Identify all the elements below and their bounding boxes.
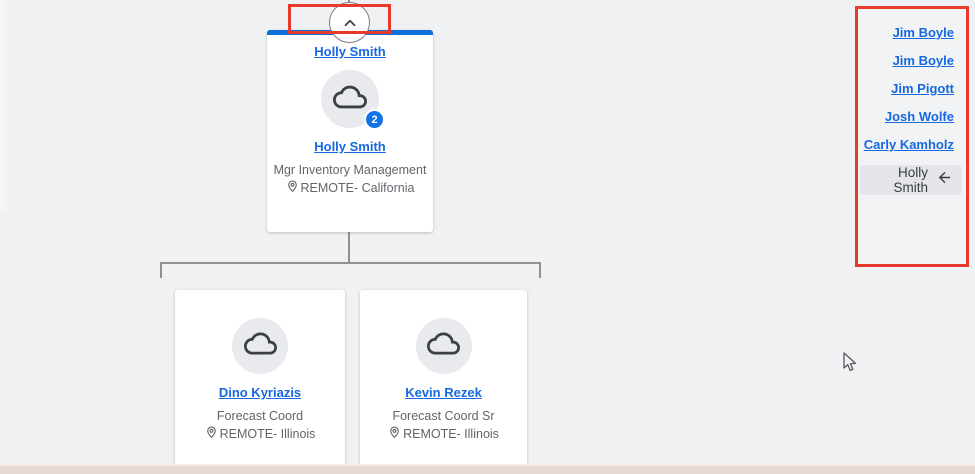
report-card: Dino Kyriazis Forecast Coord REMOTE- Ill… [175,290,345,466]
report-job-title: Forecast Coord [216,409,304,423]
report-job-title: Forecast Coord Sr [392,409,495,423]
connector-line-horizontal [160,262,541,264]
chevron-up-icon [341,14,359,32]
sidebar-link-jim-boyle-2[interactable]: Jim Boyle [892,53,954,68]
report-location-text: REMOTE- Illinois [219,427,316,441]
manager-avatar[interactable]: 2 [321,70,385,130]
bottom-edge-strip [0,464,975,474]
report-name-link[interactable]: Kevin Rezek [405,385,482,400]
connector-line-stub-right [539,262,541,278]
location-pin-icon [286,180,299,196]
manager-job-title: Mgr Inventory Management [273,163,427,177]
reports-count-badge: 2 [364,109,385,130]
location-pin-icon [388,426,401,442]
collapse-manager-button[interactable] [329,2,370,43]
sidebar-link-josh-wolfe[interactable]: Josh Wolfe [884,109,954,124]
sidebar-link-jim-boyle-1[interactable]: Jim Boyle [892,25,954,40]
report-avatar[interactable] [415,318,472,374]
report-card: Kevin Rezek Forecast Coord Sr REMOTE- Il… [360,290,527,466]
connector-line-stub-left [160,262,162,278]
breadcrumb-name-panel: Jim Boyle Jim Boyle Jim Pigott Josh Wolf… [858,9,966,264]
report-location: REMOTE- Illinois [360,426,527,442]
arrow-left-icon [936,169,953,191]
manager-location: REMOTE- California [267,180,433,196]
left-edge-sheen [0,0,12,210]
location-pin-icon [205,426,218,442]
connector-line-parent [348,232,350,263]
manager-header-link[interactable]: Holly Smith [314,44,386,59]
manager-card: Holly Smith 2 Holly Smith Mgr Inventory … [267,30,433,232]
report-avatar[interactable] [232,318,288,374]
sidebar-link-jim-pigott[interactable]: Jim Pigott [891,81,954,96]
sidebar-link-carly-kamholz[interactable]: Carly Kamholz [863,137,954,152]
cloud-icon [427,327,460,365]
report-location-text: REMOTE- Illinois [403,427,499,441]
manager-location-text: REMOTE- California [300,181,415,195]
mouse-cursor [843,352,860,379]
manager-name-link[interactable]: Holly Smith [314,139,386,154]
report-name-link[interactable]: Dino Kyriazis [218,385,302,400]
sidebar-active-item-holly-smith[interactable]: Holly Smith [860,165,962,195]
sidebar-active-label: Holly Smith [893,165,928,195]
cloud-icon [243,327,277,365]
report-location: REMOTE- Illinois [175,426,345,442]
cloud-icon [333,80,367,119]
